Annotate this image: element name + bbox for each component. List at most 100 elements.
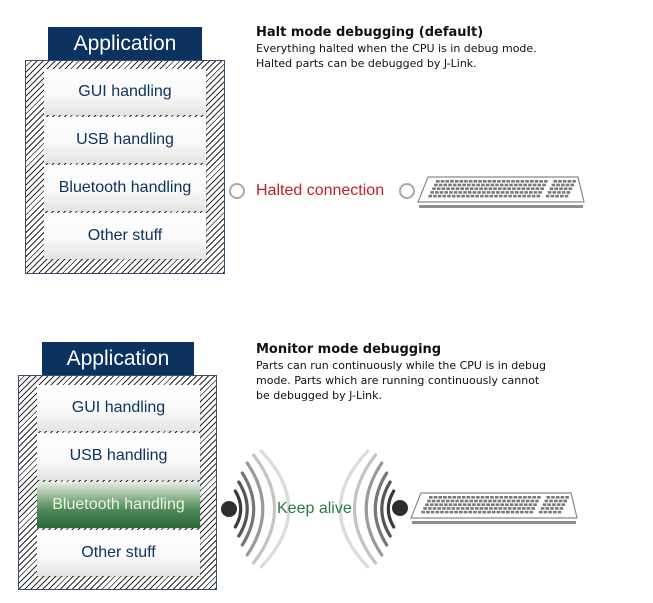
keyboard-key xyxy=(486,191,491,194)
keyboard-key xyxy=(533,503,537,506)
keyboard-key xyxy=(508,496,513,499)
keyboard-key xyxy=(544,499,549,503)
keyboard-key xyxy=(466,194,470,198)
keyboard-key xyxy=(507,187,511,190)
keyboard-key xyxy=(454,180,459,183)
keyboard-key xyxy=(526,187,530,190)
keyboard-key xyxy=(438,183,443,187)
keyboard-key xyxy=(540,507,545,510)
keyboard-key xyxy=(549,187,554,190)
keyboard-key xyxy=(484,194,489,198)
keyboard-key xyxy=(426,510,430,514)
keyboard-key xyxy=(518,496,522,499)
keyboard-key xyxy=(475,194,479,198)
keyboard-key xyxy=(520,510,524,514)
monitor-desc-line: Parts can run continuously while the CPU… xyxy=(256,359,546,372)
keyboard-key xyxy=(545,507,550,510)
keyboard-icon xyxy=(410,492,578,524)
keyboard-key xyxy=(456,194,461,198)
keyboard-key xyxy=(561,183,565,187)
keyboard-key xyxy=(533,191,538,194)
wave-arc-left xyxy=(233,489,243,529)
wave-arc-right xyxy=(386,489,396,529)
keyboard-key xyxy=(469,187,474,190)
keyboard-key xyxy=(525,180,529,183)
keyboard-key xyxy=(433,194,437,198)
solid-dot-icon xyxy=(392,500,408,516)
keyboard-key xyxy=(453,503,457,506)
keyboard-key xyxy=(464,180,468,183)
keyboard-key xyxy=(511,499,516,503)
keyboard-key xyxy=(527,496,532,499)
keyboard-key xyxy=(506,510,510,514)
keyboard-key xyxy=(544,180,548,183)
keyboard-key xyxy=(431,499,436,503)
keyboard-key xyxy=(427,499,431,503)
keyboard-key xyxy=(450,499,455,503)
keyboard-key xyxy=(436,180,440,183)
keyboard-key xyxy=(523,503,528,506)
keyboard-key xyxy=(499,496,504,499)
keyboard-key xyxy=(517,507,521,510)
keyboard-key xyxy=(505,503,509,506)
keyboard-key xyxy=(560,194,564,198)
keyboard-key xyxy=(471,183,476,187)
keyboard-key xyxy=(514,183,518,187)
keyboard-key xyxy=(552,191,557,194)
monitor-application-header: Application xyxy=(42,342,194,375)
keyboard-key xyxy=(563,499,567,503)
keyboard-key xyxy=(528,503,533,506)
keyboard-key xyxy=(458,503,462,506)
keyboard-key xyxy=(509,503,514,506)
keyboard-key xyxy=(522,194,526,198)
keyboard-key xyxy=(523,496,527,499)
keyboard-key xyxy=(443,183,448,187)
keyboard-key xyxy=(496,191,500,194)
keyboard-key xyxy=(513,194,517,198)
keyboard-key xyxy=(556,183,560,187)
keyboard-key xyxy=(526,507,531,510)
keyboard-key xyxy=(452,183,457,187)
keyboard-key xyxy=(538,191,542,194)
keyboard-key xyxy=(542,183,546,187)
keyboard-key xyxy=(550,194,555,198)
keyboard-key xyxy=(492,499,497,503)
keyboard-key xyxy=(454,510,458,514)
keyboard-key xyxy=(566,191,571,194)
keyboard-key xyxy=(465,507,470,510)
keyboard-key xyxy=(561,503,566,506)
keyboard-key xyxy=(520,180,525,183)
keyboard-key xyxy=(554,507,559,510)
keyboard-key xyxy=(506,180,511,183)
keyboard-key xyxy=(554,499,558,503)
keyboard-key xyxy=(456,507,460,510)
keyboard-key xyxy=(553,510,557,514)
keyboard-key xyxy=(442,507,446,510)
signal-waves-icon xyxy=(233,449,396,569)
keyboard-key xyxy=(447,194,451,198)
keyboard-key xyxy=(464,499,469,503)
keyboard-key xyxy=(537,183,542,187)
wave-arc-left xyxy=(245,461,265,557)
keyboard-key xyxy=(437,507,441,510)
keyboard-key xyxy=(545,194,550,198)
keyboard-key xyxy=(542,503,547,506)
keyboard-key xyxy=(432,187,436,190)
keyboard-key xyxy=(461,194,465,198)
keyboard-key xyxy=(550,507,554,510)
keyboard-key xyxy=(439,503,443,506)
keyboard-key xyxy=(463,510,468,514)
keyboard-key xyxy=(521,499,525,503)
wave-arc-right xyxy=(338,449,370,569)
keyboard-key xyxy=(565,496,569,499)
keyboard-key xyxy=(572,180,576,183)
keyboard-key xyxy=(480,496,485,499)
keyboard-key xyxy=(498,194,503,198)
keyboard-key xyxy=(444,503,448,506)
keyboard-key xyxy=(547,503,551,506)
keyboard-key xyxy=(435,191,439,194)
keyboard-key xyxy=(537,496,541,499)
keyboard-key xyxy=(558,180,562,183)
keyboard-base xyxy=(412,521,576,524)
keyboard-key xyxy=(442,194,447,198)
